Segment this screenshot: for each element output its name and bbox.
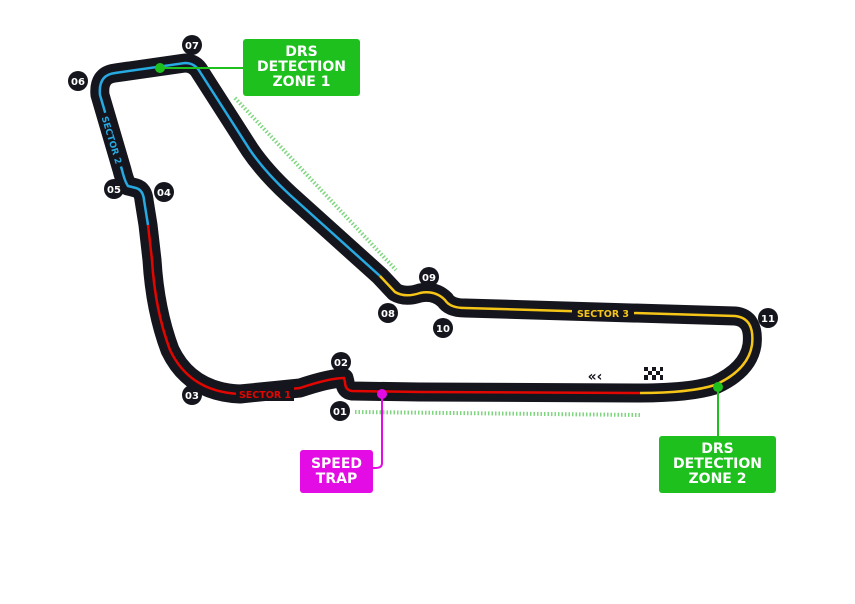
svg-text:09: 09 <box>422 273 436 284</box>
turn-05-marker: 05 <box>104 179 124 199</box>
turn-09-marker: 09 <box>419 267 439 287</box>
callout-line: TRAP <box>315 470 358 487</box>
turn-08-marker: 08 <box>378 303 398 323</box>
sector-2-line <box>98 61 381 277</box>
turn-06-marker: 06 <box>68 71 88 91</box>
drs-detection-zone-2-callout: DRS DETECTION ZONE 2 <box>659 436 776 493</box>
svg-text:06: 06 <box>71 77 85 88</box>
callout-line: DETECTION <box>257 59 346 75</box>
svg-text:04: 04 <box>157 188 171 199</box>
svg-text:01: 01 <box>333 407 347 418</box>
callout-line: DETECTION <box>673 456 762 472</box>
drs-detection-zone-1-callout: DRS DETECTION ZONE 1 <box>243 39 360 96</box>
turn-03-marker: 03 <box>182 385 202 405</box>
callout-line: DRS <box>701 441 734 457</box>
turn-11-marker: 11 <box>758 308 778 328</box>
callout-line: DRS <box>285 44 318 60</box>
drs-zone-1-line <box>233 96 398 272</box>
checkered-flag-icon <box>644 367 663 380</box>
svg-text:03: 03 <box>185 391 199 402</box>
turn-02-marker: 02 <box>331 352 351 372</box>
speed-trap-point <box>377 389 387 399</box>
speed-trap-callout: SPEED TRAP <box>300 450 373 493</box>
svg-text:11: 11 <box>761 314 775 325</box>
svg-text:10: 10 <box>436 324 450 335</box>
turn-10-marker: 10 <box>433 318 453 338</box>
track <box>90 53 762 404</box>
sector-3-label: SECTOR 3 <box>577 309 629 320</box>
svg-text:08: 08 <box>381 309 395 320</box>
drs-detection-point-2 <box>713 382 723 392</box>
sector-1-label: SECTOR 1 <box>239 390 291 401</box>
drs-zone-2-line <box>354 410 641 417</box>
svg-text:02: 02 <box>334 358 348 369</box>
svg-text:07: 07 <box>185 41 199 52</box>
callout-line: ZONE 2 <box>688 471 747 487</box>
svg-text:05: 05 <box>107 185 121 196</box>
callout-line: ZONE 1 <box>272 74 331 90</box>
turn-01-marker: 01 <box>330 401 350 421</box>
turn-07-marker: 07 <box>182 35 202 55</box>
turn-04-marker: 04 <box>154 182 174 202</box>
callout-line: SPEED <box>310 455 363 472</box>
direction-arrows-icon: «‹ <box>588 369 603 385</box>
drs-detection-point-1 <box>155 63 165 73</box>
